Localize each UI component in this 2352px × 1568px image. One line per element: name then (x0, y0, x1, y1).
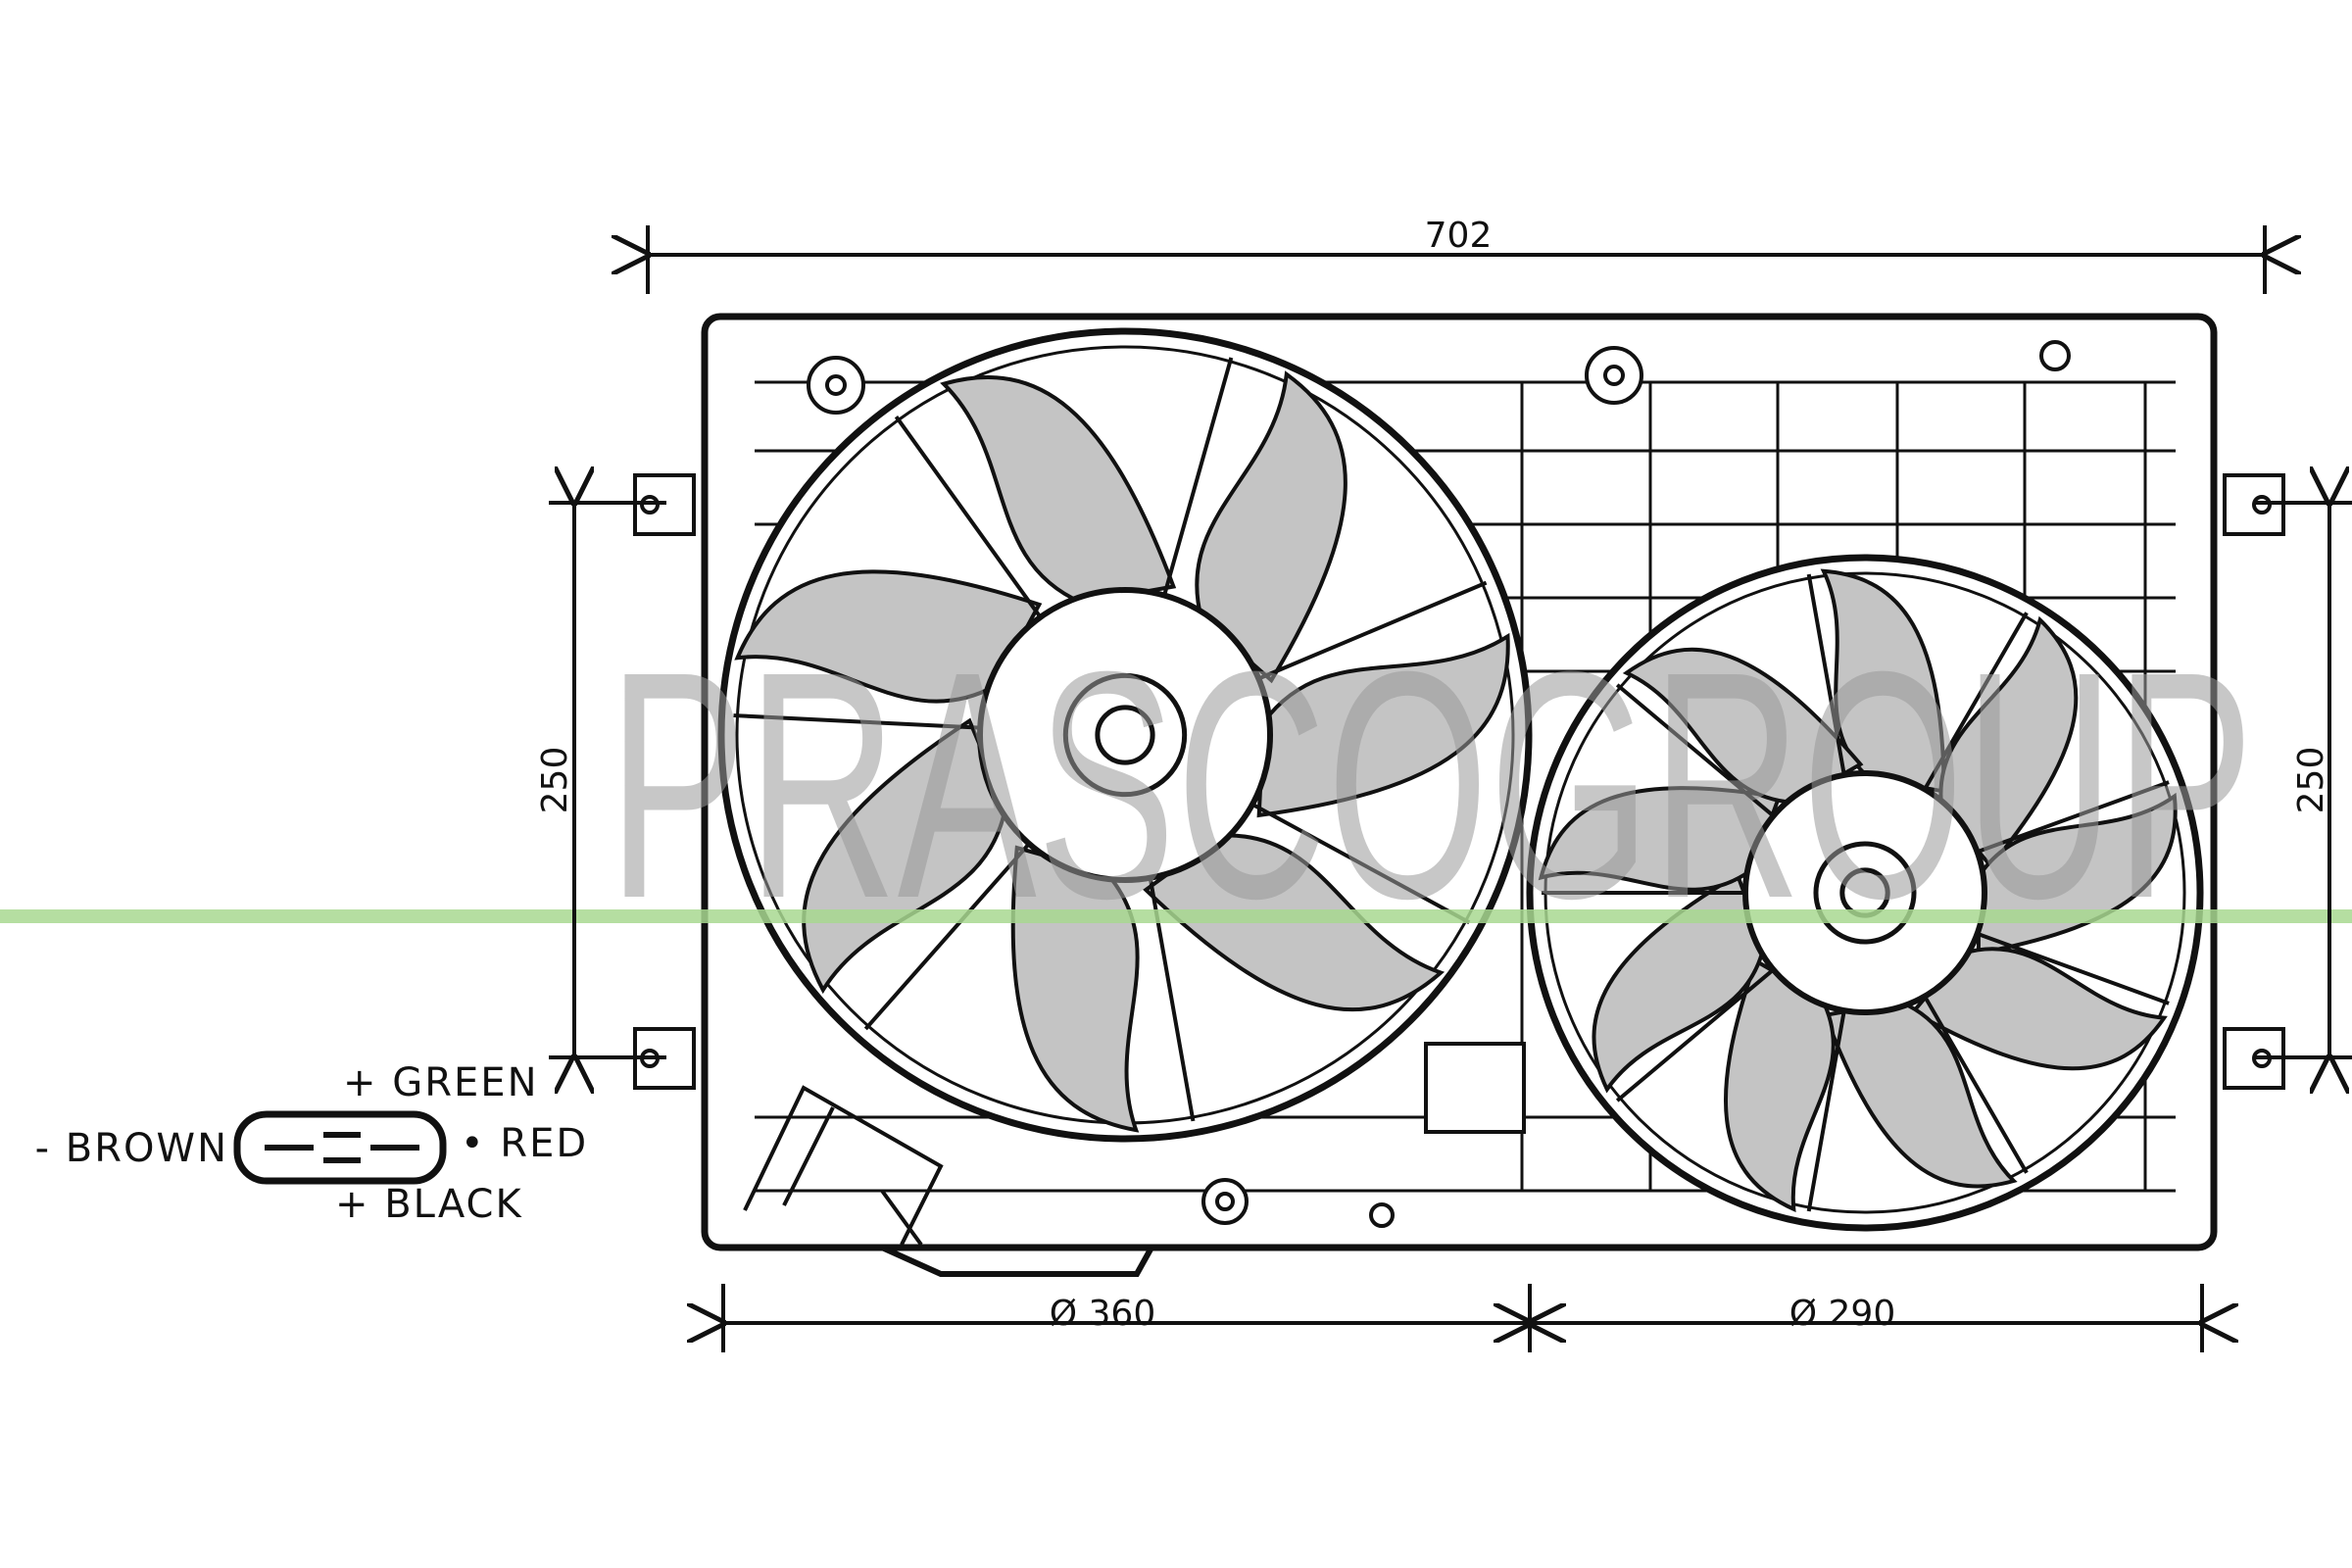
fan-strut (894, 416, 1043, 619)
fan-blade (1820, 568, 1946, 794)
fan-blade (1195, 370, 1348, 684)
fan-blade (1538, 786, 1782, 892)
fan-shaft (1095, 705, 1155, 765)
connector-pinout: + GREEN - BROWN • RED + BLACK (35, 1060, 588, 1227)
motor-connector-block (1424, 1042, 1526, 1134)
fan-strut (1615, 967, 1775, 1102)
fan-strut (1806, 1009, 1846, 1212)
dim-fan-left-diameter: Ø 360 (1050, 1294, 1156, 1334)
pin-brown-label: - BROWN (35, 1126, 228, 1171)
watermark-logo: PRASCOGROUP (608, 604, 2254, 965)
fan-blade (1592, 871, 1766, 1094)
fan-strut (1251, 803, 1471, 925)
fan-blade (1622, 647, 1864, 805)
fan-strut (1806, 573, 1846, 776)
dim-height-right: 250 (2291, 747, 2331, 814)
pin-black-label: + BLACK (335, 1182, 523, 1227)
dim-overall-width: 702 (1425, 216, 1493, 256)
connector-icon (233, 1110, 447, 1185)
fan-blade (734, 569, 1043, 704)
fan-blade (1256, 632, 1510, 818)
fan-strut (863, 842, 1031, 1031)
cable-harness (743, 1085, 944, 1247)
fan-blade (1723, 957, 1836, 1213)
fan-right (1526, 554, 2204, 1232)
fan-blade (1822, 1000, 2018, 1189)
fan-strut (733, 713, 981, 730)
fan-strut (1923, 612, 2029, 791)
dimension-lines (549, 225, 2352, 1352)
fan-blade (940, 375, 1177, 606)
mounting-holes (807, 340, 2071, 1228)
pin-red-label: • RED (461, 1121, 588, 1166)
connector-pins-icon (265, 1132, 419, 1163)
fan-strut (1923, 995, 2029, 1174)
fan-strut (1615, 683, 1775, 818)
fan-strut (1257, 580, 1488, 681)
fan-blade (1938, 615, 2079, 869)
fan-strut (1162, 357, 1234, 597)
fan-strut (1976, 780, 2170, 855)
shroud-frame (701, 313, 2218, 1251)
fan-strut (1976, 931, 2170, 1005)
fan-blade (1910, 947, 2168, 1071)
watermark-line (0, 909, 2352, 923)
pin-green-label: + GREEN (343, 1060, 539, 1105)
dim-fan-right-diameter: Ø 290 (1789, 1294, 1896, 1334)
cable-notch (880, 1245, 1154, 1277)
dim-height-left: 250 (535, 747, 575, 814)
